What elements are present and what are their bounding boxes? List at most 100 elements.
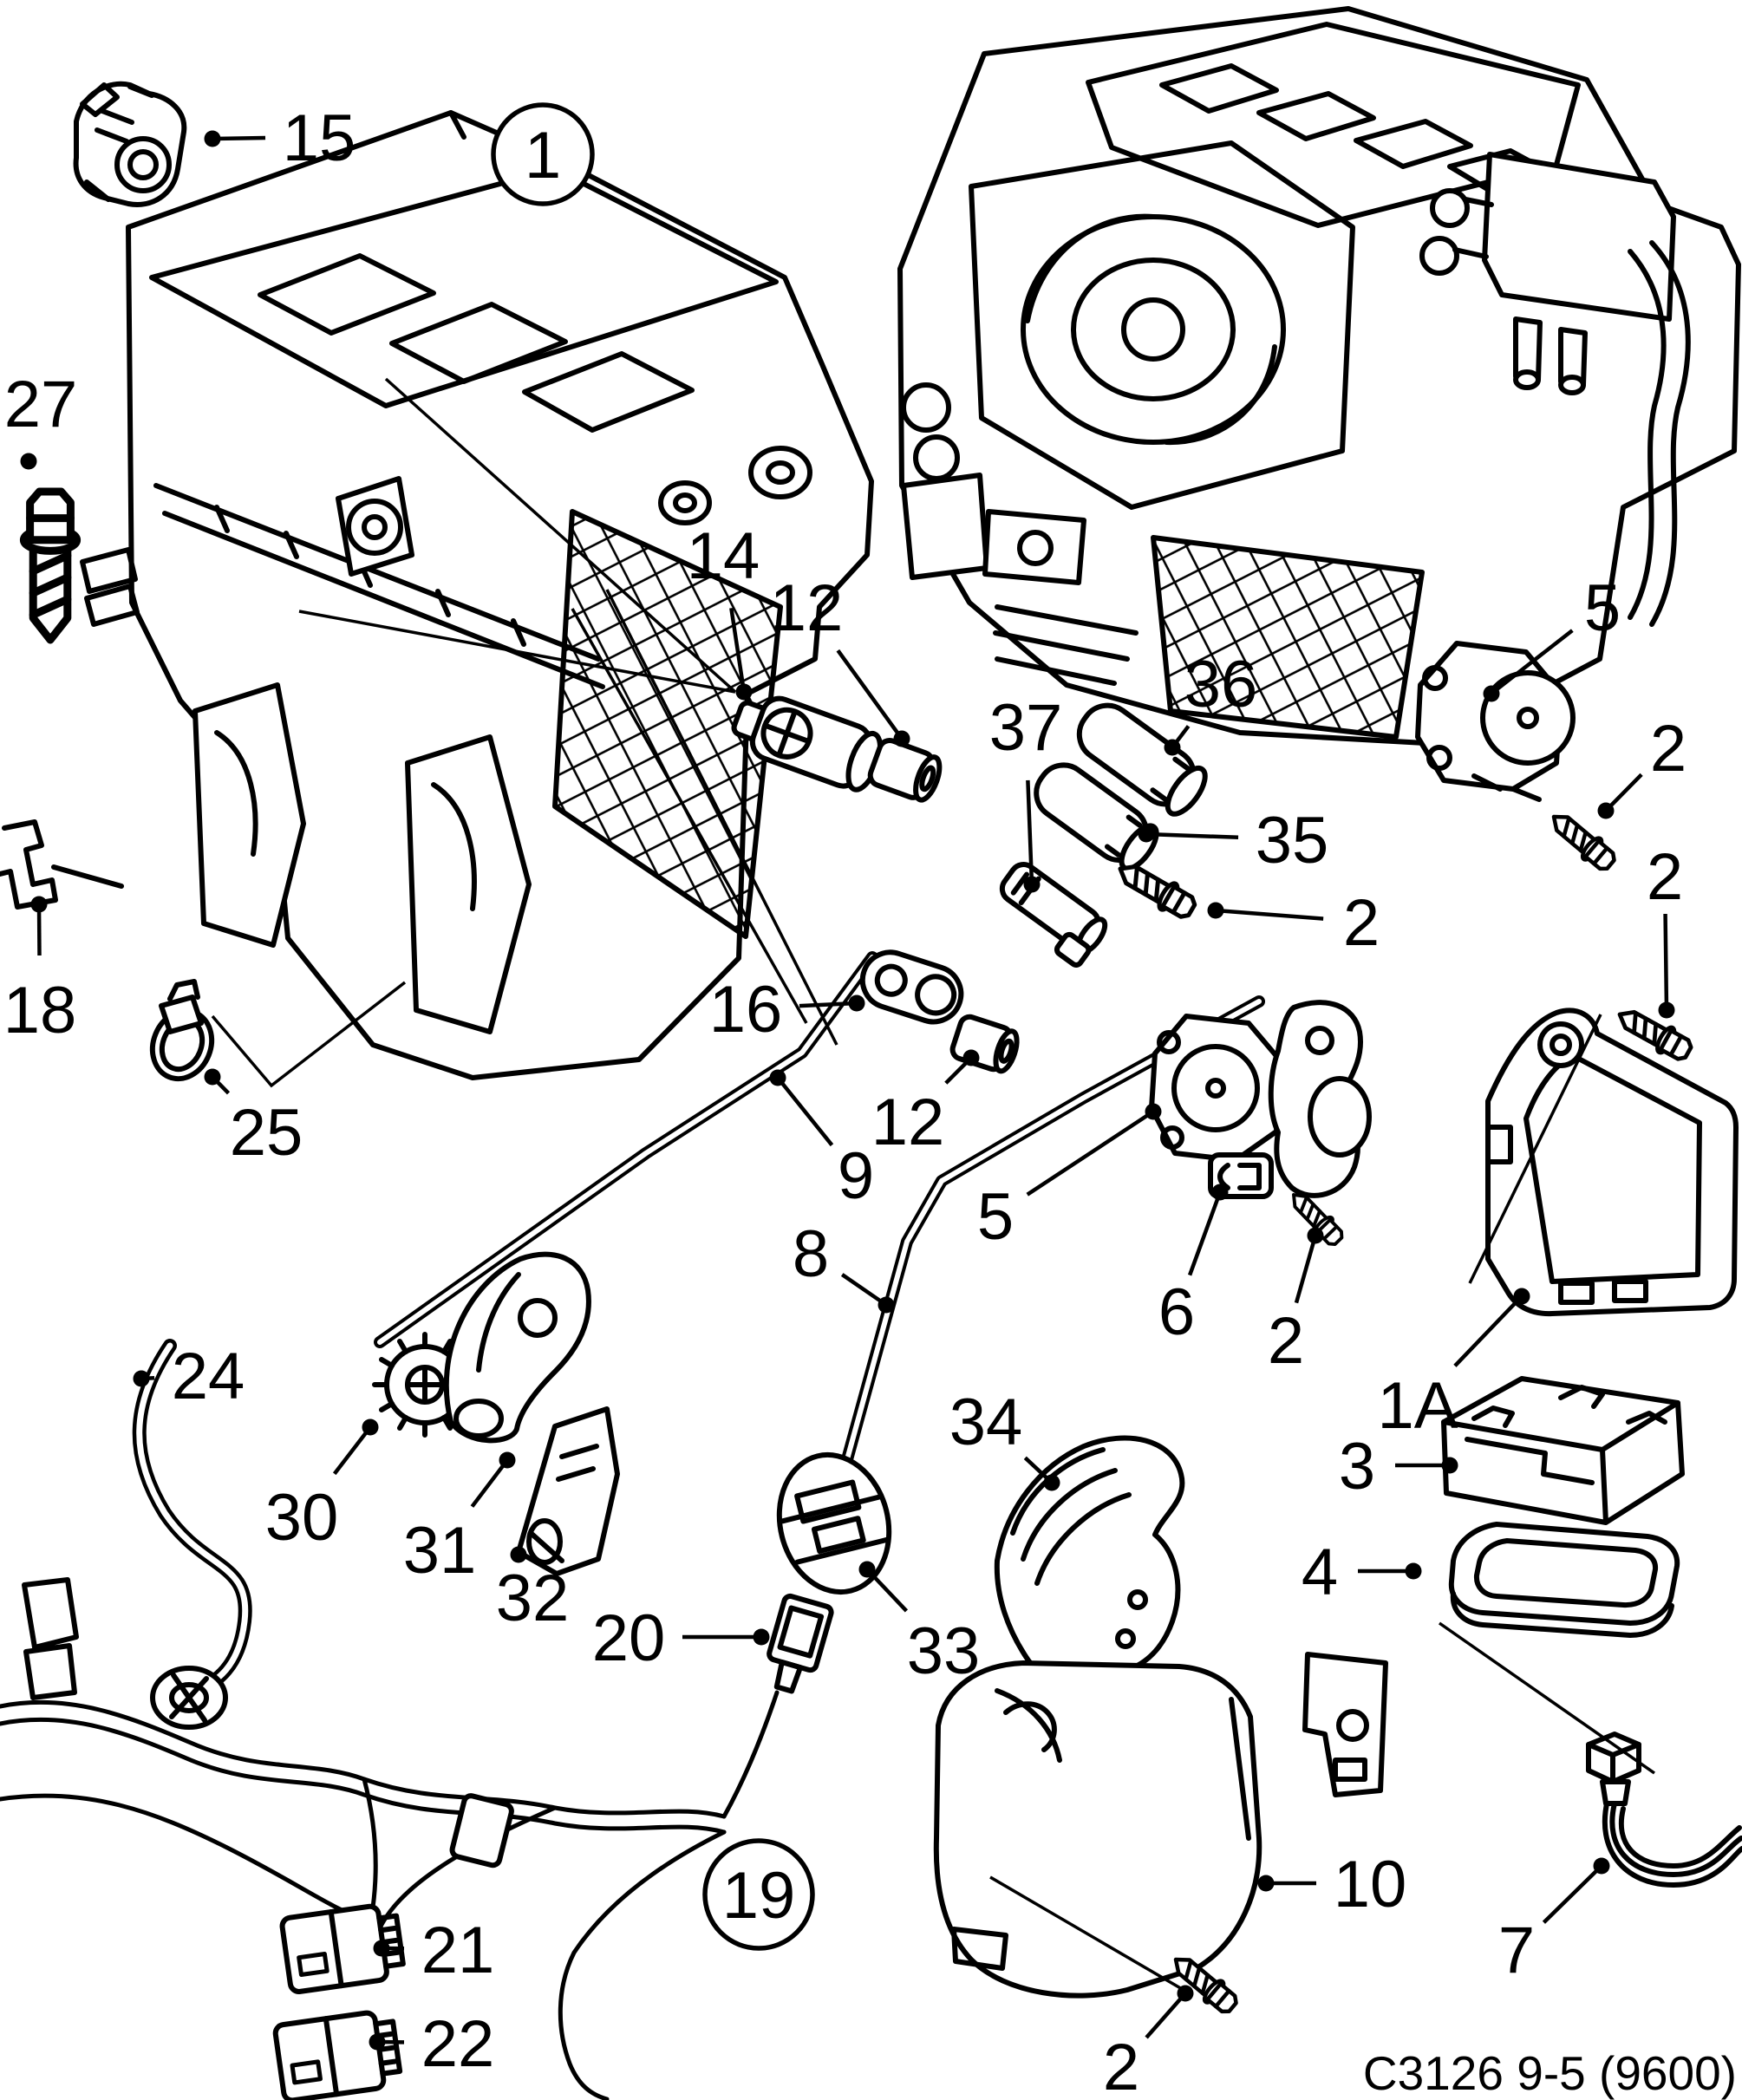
diagram-line	[1121, 297, 1185, 362]
diagram-line	[989, 1875, 1189, 1994]
wiring-harness-19	[0, 1577, 780, 2100]
diagram-line	[476, 1272, 521, 1373]
diagram-line	[211, 981, 407, 1088]
callout-31: 31	[403, 1451, 516, 1588]
diagram-line	[192, 682, 306, 948]
leader-dot	[1207, 902, 1224, 919]
diagram-line	[951, 1697, 1251, 1971]
leader-dot	[30, 896, 48, 913]
leader-line	[1294, 1235, 1318, 1304]
leader-line	[1542, 1864, 1603, 1924]
diagram-line	[449, 1793, 514, 1868]
diagram-line	[1628, 249, 1667, 620]
callout-9: 9	[769, 1069, 874, 1213]
leader-line	[865, 1568, 909, 1613]
leader-dot	[1138, 825, 1155, 843]
blower-unit-assembly	[897, 6, 1741, 747]
leader-dot	[1441, 1457, 1458, 1474]
callout-2: 2	[1597, 712, 1687, 819]
callout-number: 18	[3, 974, 77, 1047]
diagram-line	[1558, 375, 1586, 395]
callout-24: 24	[133, 1340, 245, 1413]
callout-number: 2	[1650, 712, 1687, 786]
insulator-3	[1441, 1376, 1685, 1525]
callout-number: 9	[838, 1139, 874, 1213]
leader-dot	[133, 1370, 150, 1387]
diagram-line	[993, 604, 1138, 686]
bracket-1a	[1485, 1008, 1739, 1317]
leader-dot	[1593, 1857, 1610, 1875]
diagram-line	[913, 434, 960, 481]
leader-line	[1453, 1295, 1523, 1367]
diagram-line	[1333, 1758, 1367, 1782]
diagram-line	[1452, 197, 1494, 259]
callout-number: 30	[265, 1481, 339, 1555]
leader-line	[1663, 913, 1669, 1011]
diagram-line	[258, 253, 436, 336]
diagram-line	[389, 302, 568, 384]
callout-number: 3	[1339, 1430, 1375, 1503]
leader-line	[212, 135, 266, 141]
leader-dot	[1211, 1184, 1229, 1201]
leader-dot	[204, 130, 221, 147]
diagram-line	[767, 1593, 834, 1673]
diagram-line	[673, 492, 697, 513]
diagram-line	[522, 351, 695, 433]
callout-19: 19	[702, 1838, 815, 1951]
leader-line	[332, 1425, 372, 1476]
leader-dot	[1483, 685, 1500, 702]
diagram-line	[1471, 773, 1542, 802]
bushing-12-upper	[867, 738, 943, 803]
diagram-line	[1071, 258, 1236, 401]
diagram-line	[297, 1952, 329, 1977]
diagram-line	[1537, 1021, 1584, 1068]
diagram-line	[1430, 188, 1470, 228]
lever-32	[516, 1406, 620, 1576]
callout-number: 19	[722, 1859, 796, 1933]
diagram-line	[443, 1251, 591, 1444]
leader-dot	[962, 1049, 980, 1066]
diagram-line	[1104, 814, 1143, 858]
callout-22: 22	[369, 2007, 494, 2081]
diagram-line	[1438, 1621, 1656, 1775]
diagram-line	[526, 1518, 563, 1565]
diagram-line	[0, 1717, 727, 1835]
callout-number: 31	[403, 1514, 477, 1588]
diagram-line	[919, 765, 936, 792]
callout-10: 10	[1257, 1848, 1406, 1921]
diagram-line	[80, 547, 140, 627]
diagram-line	[901, 382, 951, 433]
screw-27	[23, 492, 76, 640]
callout-number: 8	[793, 1217, 829, 1291]
diagram-line	[1127, 1589, 1148, 1610]
diagram-line	[1115, 1628, 1136, 1649]
diagram-line	[323, 2016, 403, 2097]
diagram-line	[516, 1406, 620, 1576]
diagram-line	[1480, 670, 1576, 766]
diagram-line	[915, 974, 957, 1016]
diagram-line	[721, 1690, 780, 1819]
diagram-line	[1485, 1125, 1513, 1164]
leader-line	[1604, 773, 1643, 812]
diagram-line	[1308, 1076, 1372, 1158]
leader-line	[1215, 908, 1324, 921]
callout-number: 34	[949, 1386, 1023, 1459]
callout-number: 5	[1584, 571, 1621, 645]
leader-dot	[1043, 1474, 1060, 1491]
diagram-line	[1600, 1779, 1631, 1806]
diagram-line	[773, 1605, 825, 1694]
leader-dot	[848, 995, 865, 1012]
diagram-line	[149, 166, 779, 408]
diagram-line	[1336, 1709, 1369, 1742]
callout-27: 27	[4, 368, 77, 470]
diagram-line	[290, 2059, 323, 2085]
diagram-line	[1025, 213, 1277, 446]
diagram-line	[571, 589, 838, 1046]
callout-32: 32	[496, 1546, 569, 1635]
diagram-line	[1054, 931, 1092, 968]
callout-2: 2	[1647, 840, 1683, 1019]
leader-dot	[1164, 739, 1181, 756]
connector-22	[272, 2010, 403, 2100]
diagram-line	[933, 1660, 1262, 1999]
callout-circle	[491, 102, 595, 206]
